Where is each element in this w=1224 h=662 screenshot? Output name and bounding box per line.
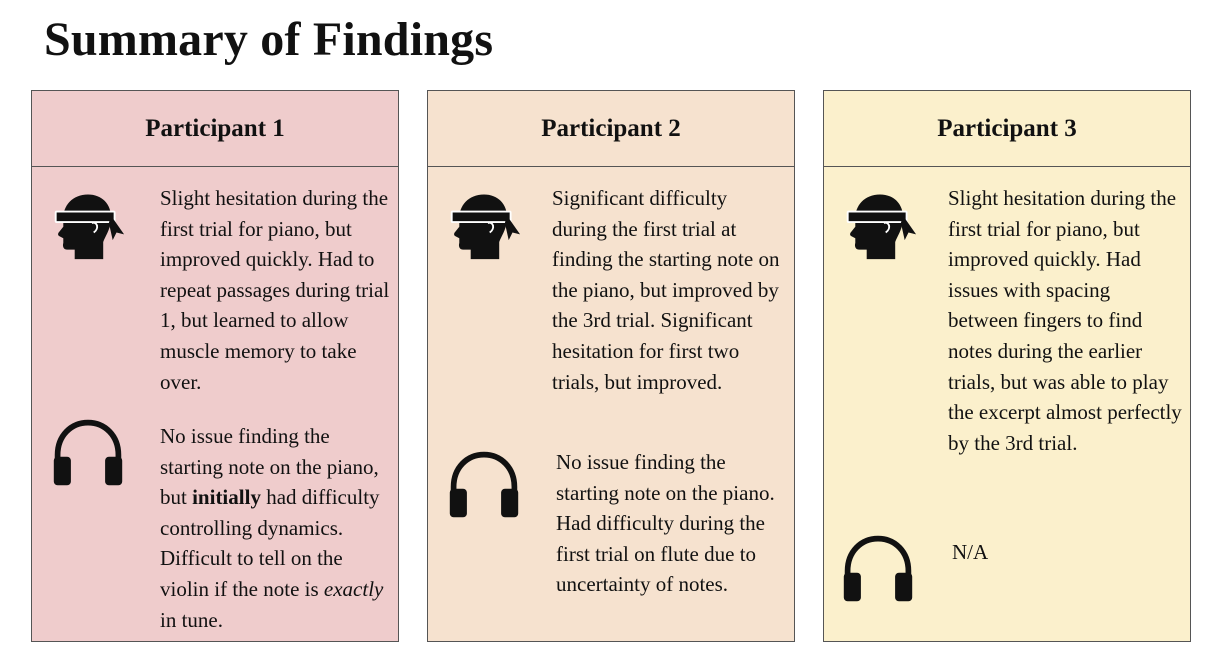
- emphasis-italic: exactly: [323, 576, 384, 601]
- participant-2-header: Participant 2: [428, 91, 794, 167]
- participant-3-audio-text: N/A: [952, 540, 989, 564]
- participant-2-audio-text: No issue finding the starting note on th…: [556, 450, 775, 597]
- participant-2-card: Participant 2 Significant difficulty dur…: [427, 90, 795, 642]
- participant-1-card: Participant 1 Slight hesitation during t…: [31, 90, 399, 642]
- page-title: Summary of Findings: [44, 13, 494, 66]
- participant-2-blindfold-text: Significant difficulty during the first …: [552, 186, 780, 394]
- headphones-icon: [446, 447, 522, 523]
- participant-1-header: Participant 1: [32, 91, 398, 167]
- participant-3-blindfold-text: Slight hesitation during the first trial…: [948, 186, 1182, 455]
- participant-1-blindfold-text: Slight hesitation during the first trial…: [160, 186, 390, 394]
- blindfold-head-icon: [50, 185, 126, 261]
- emphasis-bold: initially: [192, 485, 261, 510]
- headphones-icon: [50, 415, 126, 491]
- headphones-icon: [840, 531, 916, 607]
- participant-1-audio-text: No issue finding the starting note on th…: [160, 424, 384, 632]
- blindfold-head-icon: [842, 185, 918, 261]
- blindfold-head-icon: [446, 185, 522, 261]
- participant-3-card: Participant 3 Slight hesitation during t…: [823, 90, 1191, 642]
- participant-3-header: Participant 3: [824, 91, 1190, 167]
